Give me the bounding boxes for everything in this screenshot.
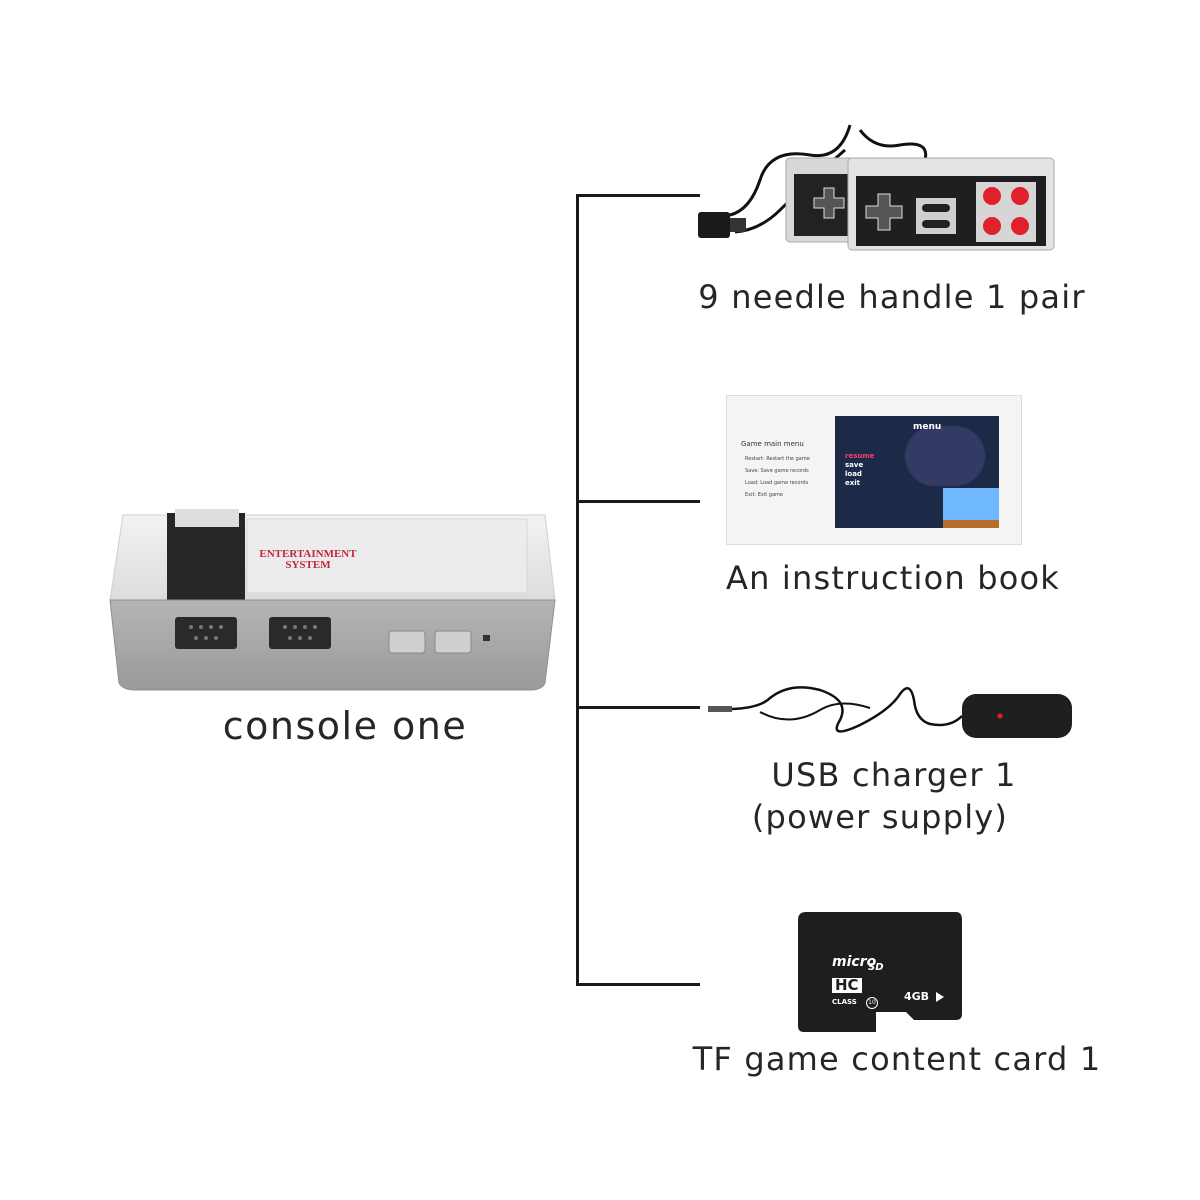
- sdcard-hc: HC: [832, 978, 862, 993]
- sdcard-brand-sd: SD: [868, 962, 884, 973]
- item-1-caption: 9 needle handle 1 pair: [698, 278, 1086, 316]
- book-screen-option-2: save: [845, 461, 864, 469]
- console-svg: [109, 509, 556, 691]
- book-screen-title: menu: [913, 422, 942, 432]
- book-screen: menu resume save load exit: [835, 416, 999, 528]
- instruction-book-image: Game main menu Restart: Restart the game…: [726, 395, 1022, 545]
- book-panel-line-2: Save: Save game records: [745, 468, 809, 474]
- book-panel-title: Game main menu: [741, 440, 804, 448]
- book-screen-glow: [905, 426, 985, 486]
- console-brand-line2: SYSTEM: [285, 559, 331, 571]
- console-brand-text: ENTERTAINMENT SYSTEM: [253, 549, 363, 571]
- sdcard-class: CLASS: [832, 998, 857, 1006]
- connector-branch-4: [576, 983, 700, 986]
- thumb-ground: [943, 520, 999, 528]
- book-panel-line-1: Restart: Restart the game: [745, 456, 810, 462]
- sdcard-brand-micro: micro: [832, 954, 877, 970]
- console-caption: console one: [222, 704, 468, 748]
- microsd-card-svg: [798, 912, 962, 1032]
- item-3-caption-line2: (power supply): [751, 798, 1009, 836]
- book-panel-line-4: Exit: Exit game: [745, 492, 783, 498]
- book-screen-game-thumb: [943, 488, 999, 528]
- controller-pair-image: [690, 120, 1070, 260]
- item-2-caption: An instruction book: [725, 559, 1061, 597]
- console-image: ENTERTAINMENT SYSTEM: [105, 505, 560, 705]
- book-screen-option-4: exit: [845, 479, 861, 487]
- sdcard-arrow-icon: [936, 992, 944, 1002]
- controller-pair-svg: [698, 124, 1055, 251]
- console-brand-line1: ENTERTAINMENT: [259, 548, 357, 560]
- usb-charger-image: [700, 680, 1080, 750]
- connector-branch-1: [576, 194, 700, 197]
- connector-branch-3: [576, 706, 700, 709]
- sdcard-capacity: 4GB: [904, 990, 930, 1003]
- item-4-caption: TF game content card 1: [692, 1040, 1102, 1078]
- connector-vertical-line: [576, 194, 579, 986]
- item-3-caption-line1: USB charger 1: [771, 756, 1017, 794]
- sdcard-class-num: 10: [866, 997, 878, 1009]
- microsd-card-image: micro SD HC CLASS 10 4GB: [796, 912, 964, 1034]
- book-screen-option-3: load: [845, 470, 862, 478]
- book-panel-line-3: Load: Load game records: [745, 480, 809, 486]
- usb-charger-svg: [708, 686, 1072, 738]
- book-screen-option-1: resume: [845, 452, 875, 460]
- connector-branch-2: [576, 500, 700, 503]
